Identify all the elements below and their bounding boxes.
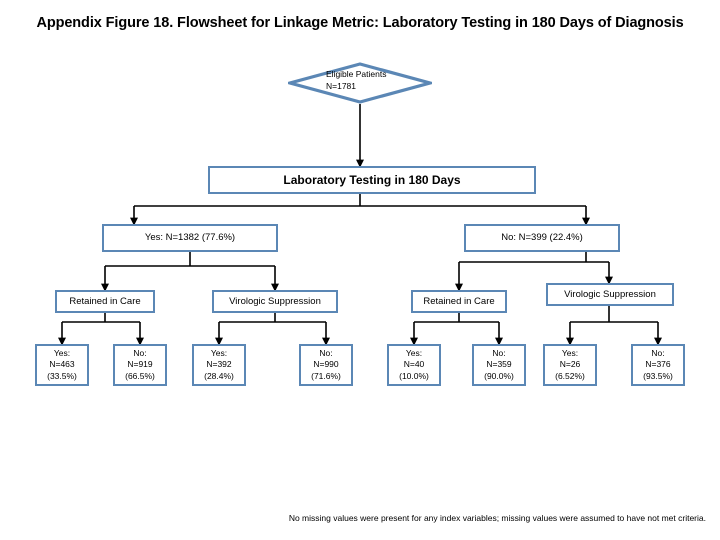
leaf-percent: (71.6%) <box>311 370 341 381</box>
leaf-box-8: No: N=376 (93.5%) <box>631 344 685 386</box>
leaf-count: N=463 <box>49 359 75 370</box>
leaf-answer: Yes: <box>405 347 423 358</box>
leaf-answer: No: <box>319 347 333 358</box>
leaf-count: N=40 <box>403 359 425 370</box>
leaf-answer: No: <box>492 347 506 358</box>
branch-box-no: No: N=399 (22.4%) <box>464 224 620 252</box>
leaf-box-7: Yes: N=26 (6.52%) <box>543 344 597 386</box>
leaf-answer: No: <box>651 347 665 358</box>
leaf-count: N=26 <box>559 359 581 370</box>
eligible-patients-label: Eligible Patients N=1781 <box>326 69 386 92</box>
leaf-count: N=376 <box>645 359 671 370</box>
leaf-answer: Yes: <box>53 347 71 358</box>
leaf-box-6: No: N=359 (90.0%) <box>472 344 526 386</box>
leaf-answer: No: <box>133 347 147 358</box>
eligible-patients-line1: Eligible Patients <box>326 69 387 79</box>
leaf-box-2: No: N=919 (66.5%) <box>113 344 167 386</box>
leaf-answer: Yes: <box>561 347 579 358</box>
leaf-percent: (33.5%) <box>47 370 77 381</box>
leaf-answer: Yes: <box>210 347 228 358</box>
diamond-shape <box>288 62 432 104</box>
page-title: Appendix Figure 18. Flowsheet for Linkag… <box>36 15 684 31</box>
footnote: No missing values were present for any i… <box>288 513 706 523</box>
outcome-box-virologic-suppression-no: Virologic Suppression <box>546 283 674 306</box>
leaf-box-4: No: N=990 (71.6%) <box>299 344 353 386</box>
outcome-box-retained-in-care-no: Retained in Care <box>411 290 507 313</box>
eligible-patients-diamond: Eligible Patients N=1781 <box>288 62 432 104</box>
branch-box-yes: Yes: N=1382 (77.6%) <box>102 224 278 252</box>
leaf-percent: (10.0%) <box>399 370 429 381</box>
leaf-percent: (28.4%) <box>204 370 234 381</box>
leaf-box-1: Yes: N=463 (33.5%) <box>35 344 89 386</box>
outcome-box-retained-in-care-yes: Retained in Care <box>55 290 155 313</box>
outcome-box-virologic-suppression-yes: Virologic Suppression <box>212 290 338 313</box>
leaf-count: N=990 <box>313 359 339 370</box>
leaf-percent: (90.0%) <box>484 370 514 381</box>
leaf-percent: (93.5%) <box>643 370 673 381</box>
leaf-count: N=359 <box>486 359 512 370</box>
leaf-percent: (66.5%) <box>125 370 155 381</box>
leaf-percent: (6.52%) <box>555 370 585 381</box>
leaf-count: N=919 <box>127 359 153 370</box>
leaf-box-3: Yes: N=392 (28.4%) <box>192 344 246 386</box>
leaf-count: N=392 <box>206 359 232 370</box>
leaf-box-5: Yes: N=40 (10.0%) <box>387 344 441 386</box>
eligible-patients-line2: N=1781 <box>326 80 357 91</box>
metric-box: Laboratory Testing in 180 Days <box>208 166 536 194</box>
